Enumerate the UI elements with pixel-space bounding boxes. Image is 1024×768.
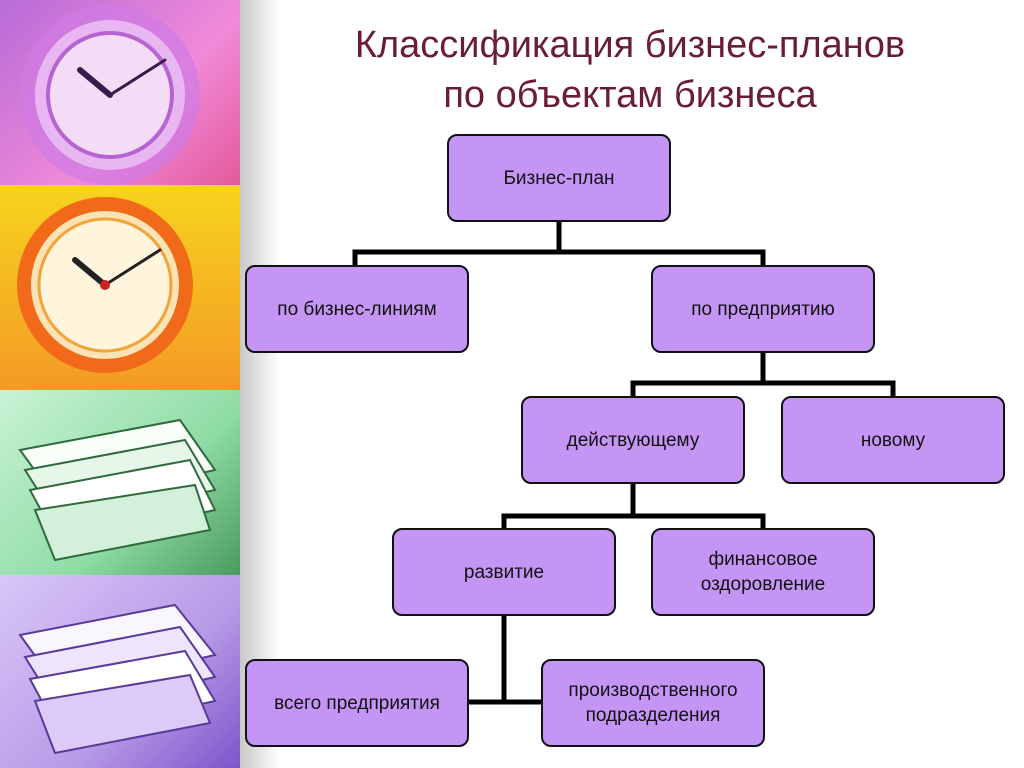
clock-icon: [20, 5, 200, 185]
node-label-line-1: производственного: [568, 680, 738, 701]
node-label: по предприятию: [691, 298, 835, 320]
node-production-division: производственного подразделения: [541, 659, 765, 747]
node-label-line-2: оздоровление: [700, 574, 826, 595]
violet-books-image: [0, 575, 240, 768]
node-development: развитие: [392, 528, 616, 616]
node-label: Бизнес-план: [503, 167, 615, 189]
orange-clock-image: [0, 185, 240, 390]
green-books-image: [0, 390, 240, 575]
node-new: новому: [781, 396, 1005, 484]
node-label: всего предприятия: [274, 692, 440, 714]
node-label: новому: [860, 429, 926, 451]
node-by-enterprise: по предприятию: [651, 265, 875, 353]
node-financial-recovery: финансовое оздоровление: [651, 528, 875, 616]
node-by-business-lines: по бизнес-линиям: [245, 265, 469, 353]
node-label: финансовое оздоровление: [701, 547, 825, 597]
node-label-line-2: подразделения: [585, 705, 721, 726]
node-label-line-1: финансовое: [708, 549, 818, 570]
book-stack-icon: [18, 418, 217, 562]
node-business-plan: Бизнес-план: [447, 134, 671, 222]
node-label: производственного подразделения: [568, 678, 737, 728]
slide-title-line-2: по объектам бизнеса: [443, 74, 817, 116]
decorative-image-strip: [0, 0, 240, 768]
purple-clock-image: [0, 0, 240, 185]
node-label: по бизнес-линиям: [277, 298, 437, 320]
slide-title-line-1: Классификация бизнес-планов: [354, 24, 906, 66]
node-label: развитие: [463, 561, 545, 583]
slide-title: Классификация бизнес-планов по объектам …: [260, 20, 1000, 120]
node-whole-enterprise: всего предприятия: [245, 659, 469, 747]
clock-icon: [17, 197, 193, 373]
node-label: действующему: [566, 429, 700, 451]
book-stack-icon: [18, 603, 217, 755]
strip-shadow: [240, 0, 280, 768]
node-existing: действующему: [521, 396, 745, 484]
